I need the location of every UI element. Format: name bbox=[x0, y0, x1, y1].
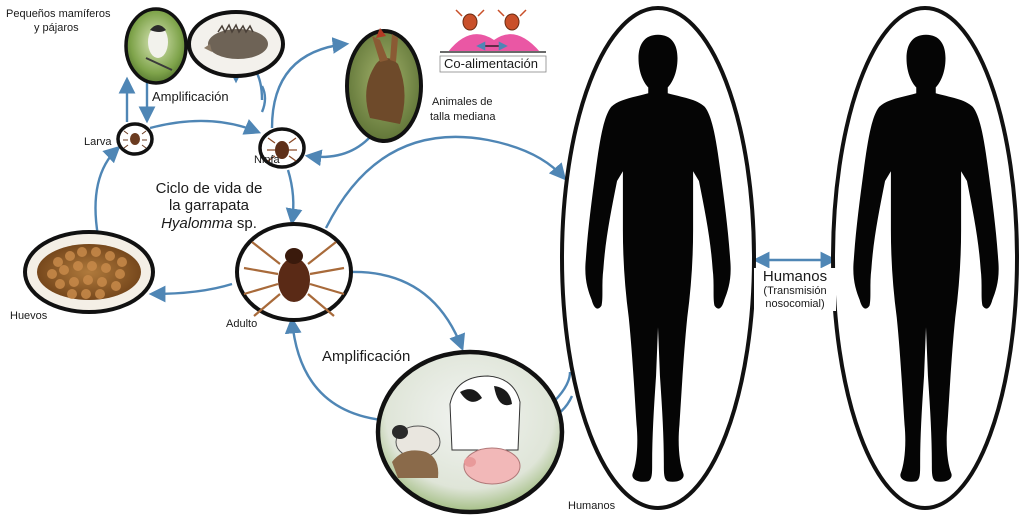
arrow-eggs-to-larva bbox=[96, 148, 119, 236]
arrow-nymph-to-adult bbox=[288, 170, 293, 222]
label-nymph: Ninfa bbox=[254, 154, 280, 167]
label-medium-animals-2: talla mediana bbox=[430, 111, 495, 124]
label-cofeeding: Co-alimentación bbox=[444, 57, 538, 72]
adult-tick-icon bbox=[237, 224, 351, 320]
arrow-larva-to-nymph bbox=[150, 121, 258, 132]
label-adult: Adulto bbox=[226, 318, 257, 331]
arrow-livestock-to-adult bbox=[292, 320, 382, 420]
cycle-title-genus: Hyalomma bbox=[161, 215, 233, 232]
label-amplification-bottom: Amplificación bbox=[322, 348, 410, 365]
label-larva: Larva bbox=[84, 136, 112, 149]
label-nosocomial-1: (Transmisión bbox=[754, 285, 836, 298]
cycle-title: Ciclo de vida de la garrapata Hyalomma s… bbox=[134, 180, 284, 232]
label-amplification-top: Amplificación bbox=[152, 90, 229, 105]
arrow-adult-to-humans bbox=[326, 137, 564, 228]
cycle-title-line2: la garrapata bbox=[134, 197, 284, 214]
label-humans-bottom: Humanos bbox=[568, 500, 615, 513]
label-humans-mid: Humanos bbox=[754, 268, 836, 285]
arrow-adult-to-eggs bbox=[152, 284, 232, 294]
arrow-adult-to-livestock bbox=[350, 272, 462, 348]
cycle-title-line3: Hyalomma sp. bbox=[134, 215, 284, 232]
cycle-title-line1: Ciclo de vida de bbox=[134, 180, 284, 197]
livestock-photo-icon bbox=[378, 352, 562, 512]
larva-tick-icon bbox=[118, 124, 152, 154]
arrow-nymph-to-hare bbox=[272, 44, 346, 128]
bird-photo-icon bbox=[126, 9, 186, 83]
hedgehog-photo-icon bbox=[189, 12, 283, 76]
label-eggs: Huevos bbox=[10, 310, 47, 323]
hare-photo-icon bbox=[347, 28, 421, 141]
label-birds: y pájaros bbox=[34, 22, 79, 35]
humans-transmission-box: Humanos (Transmisión nosocomial) bbox=[754, 268, 836, 311]
label-nosocomial-2: nosocomial) bbox=[754, 298, 836, 311]
label-small-mammals: Pequeños mamíferos bbox=[6, 8, 111, 21]
label-medium-animals-1: Animales de bbox=[432, 96, 493, 109]
cycle-title-sp: sp. bbox=[237, 215, 257, 232]
eggs-cluster-icon bbox=[25, 232, 153, 312]
